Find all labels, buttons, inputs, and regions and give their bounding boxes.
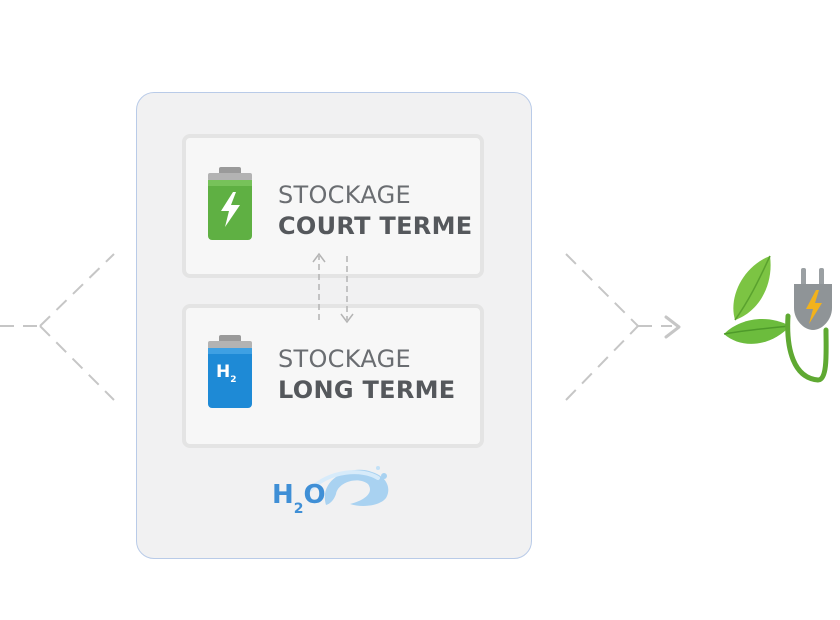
plug-leaf-icon	[723, 255, 832, 383]
hydrogen-tank-label: H2	[216, 362, 237, 385]
short-term-label: STOCKAGE COURT TERME	[278, 183, 472, 238]
long-term-storage-card	[182, 304, 484, 448]
hydrogen-tank-icon	[208, 335, 252, 408]
right-dashed-connector	[565, 253, 672, 401]
short-term-label-line2: COURT TERME	[278, 212, 473, 240]
lightning-icon	[806, 290, 822, 324]
water-label-base: H	[272, 480, 294, 510]
exchange-arrows	[318, 256, 348, 320]
water-wave-icon	[308, 466, 389, 506]
water-label: H2O	[272, 480, 326, 516]
long-term-label-line2: LONG TERME	[278, 376, 456, 404]
water-label-sub: 2	[293, 501, 304, 517]
left-dashed-connector	[0, 253, 115, 401]
long-term-label: STOCKAGE LONG TERME	[278, 347, 456, 402]
short-term-label-line1: STOCKAGE	[278, 181, 412, 209]
battery-icon	[208, 167, 252, 240]
long-term-label-line1: STOCKAGE	[278, 345, 412, 373]
water-label-tail: O	[303, 480, 326, 510]
arrow-right-icon	[664, 315, 681, 339]
